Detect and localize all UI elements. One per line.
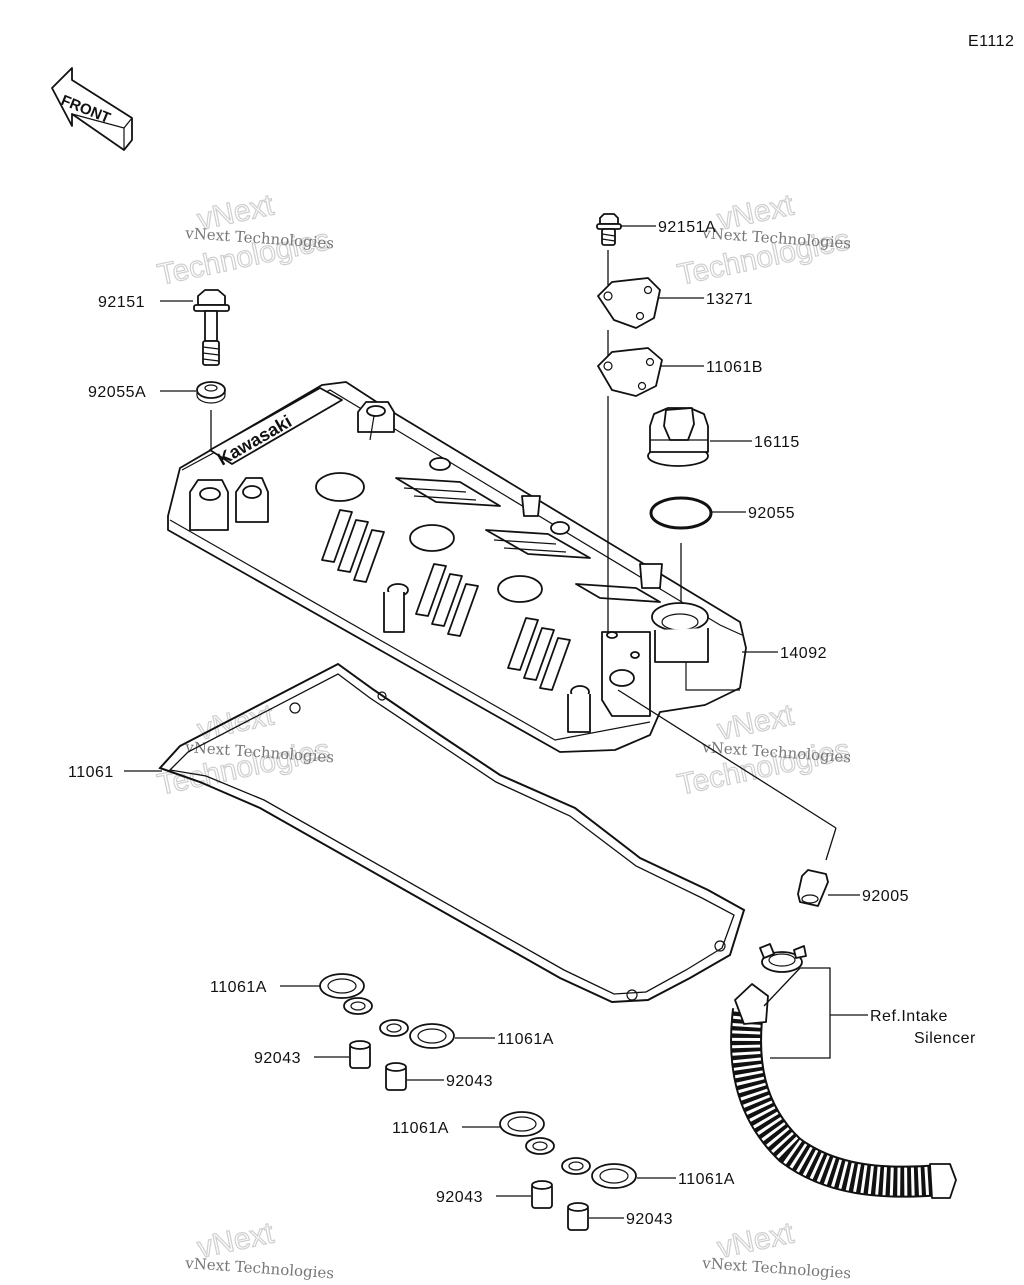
label-92151: 92151 (98, 294, 145, 311)
label-92043-1: 92043 (254, 1050, 301, 1067)
label-92043-4: 92043 (626, 1211, 673, 1228)
svg-text:vNext Technologies: vNext Technologies (701, 1254, 852, 1280)
label-92043-2: 92043 (446, 1073, 493, 1090)
watermark-top-right: vNext Technologies vNext Technologies (674, 188, 853, 293)
seal-11061A-4 (561, 1157, 637, 1189)
leader-breather-down (825, 827, 837, 861)
label-92043-3: 92043 (436, 1189, 483, 1206)
label-92055A: 92055A (88, 384, 146, 401)
gasket-11061 (158, 662, 746, 1004)
label-92005: 92005 (862, 888, 909, 905)
ref-line2: Silencer (914, 1030, 976, 1047)
oil-filler-cap-16115 (647, 407, 709, 467)
label-11061A-2: 11061A (497, 1031, 554, 1048)
fitting-92005 (797, 869, 829, 907)
watermark-bottom-left: vNext vNext Technologies (184, 1216, 335, 1282)
dowel-92043-2 (385, 1062, 407, 1091)
watermark-mid-left: vNext Technologies vNext Technologies (154, 698, 335, 803)
seal-11061A-3 (499, 1111, 555, 1155)
ref-bracket (770, 967, 831, 1059)
hose-clamp (759, 943, 807, 973)
ref-line1: Ref.Intake (870, 1008, 948, 1025)
ref-leader-hose (763, 967, 801, 1007)
breather-hose (730, 983, 957, 1199)
svg-text:vNext Technologies: vNext Technologies (184, 1254, 335, 1280)
gasket-11061B (597, 347, 663, 397)
washer-92055A (196, 381, 226, 404)
label-11061A-1: 11061A (210, 979, 267, 996)
label-11061A-3: 11061A (392, 1120, 449, 1137)
label-11061A-4: 11061A (678, 1171, 735, 1188)
bolt-92151A (596, 213, 622, 246)
label-11061: 11061 (68, 764, 114, 781)
watermark-top-left: vNext Technologies vNext Technologies (154, 188, 335, 293)
bolt-92151 (193, 289, 230, 366)
label-11061B: 11061B (706, 359, 763, 376)
label-92055: 92055 (748, 505, 795, 522)
front-arrow-icon: FRONT (51, 67, 133, 151)
seal-11061A-1 (319, 973, 373, 1015)
label-16115: 16115 (754, 434, 800, 451)
seal-11061A-2 (379, 1019, 455, 1049)
label-14092: 14092 (780, 645, 827, 662)
dowel-92043-1 (349, 1040, 371, 1069)
diagram-code: E1112 (968, 33, 1014, 50)
leader-breather (617, 689, 837, 829)
plate-13271 (597, 277, 661, 329)
watermark-mid-right: vNext Technologies vNext Technologies (674, 698, 853, 803)
label-13271: 13271 (706, 291, 753, 308)
label-92151A: 92151A (658, 219, 716, 236)
cylinder-head-cover-14092: Kawasaki (167, 381, 747, 753)
o-ring-92055 (649, 496, 713, 530)
watermark-bottom-right: vNext vNext Technologies (701, 1216, 852, 1282)
cover-ribs (321, 477, 661, 691)
dowel-92043-4 (567, 1202, 589, 1231)
dowel-92043-3 (531, 1180, 553, 1209)
